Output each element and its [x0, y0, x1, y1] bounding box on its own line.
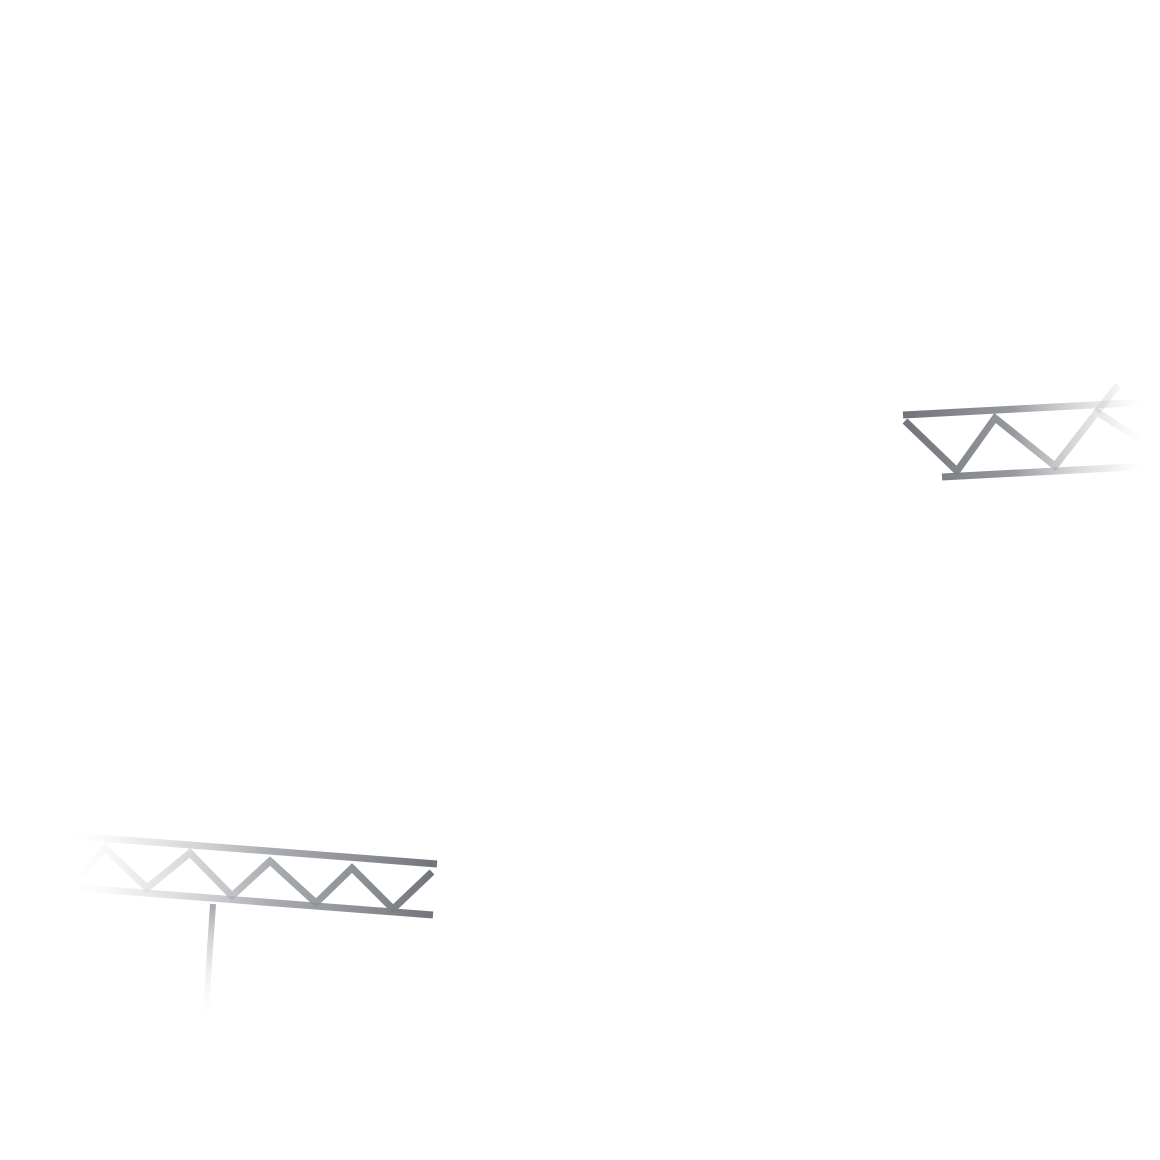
truss-girder-right — [902, 382, 1151, 481]
truss-bottom-chord — [941, 462, 1151, 481]
truss-web — [902, 407, 1142, 477]
truss-post — [202, 903, 216, 1026]
truss-top-chord — [902, 398, 1151, 419]
truss-web-extra — [1094, 382, 1121, 415]
truss-girder-left — [59, 831, 438, 919]
truss-web — [77, 842, 435, 914]
truss-top-chord — [59, 831, 438, 868]
truss-bottom-chord — [79, 884, 434, 919]
